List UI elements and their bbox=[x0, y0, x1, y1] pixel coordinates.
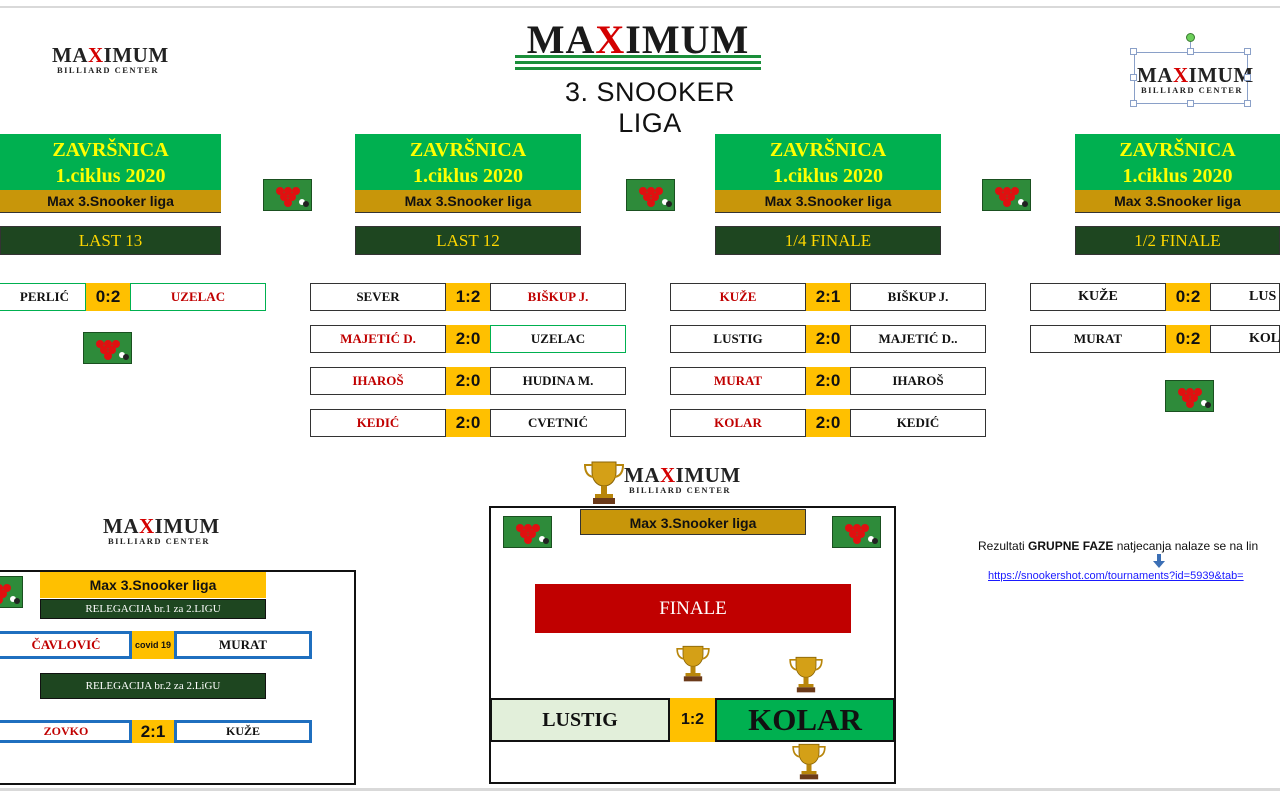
stage-last12: LAST 12 bbox=[355, 226, 581, 255]
snooker-balls-icon bbox=[503, 516, 552, 548]
match-player-2: MURAT bbox=[174, 631, 312, 659]
match-player-2: UZELAC bbox=[490, 325, 626, 353]
match-player-1: IHAROŠ bbox=[310, 367, 446, 395]
logo-top-left: MAXIMUM BILLIARD CENTER bbox=[52, 43, 169, 76]
resize-handle[interactable] bbox=[1130, 48, 1137, 55]
match-score: 2:1 bbox=[132, 720, 174, 743]
match-score: 2:0 bbox=[446, 409, 490, 437]
match-score: 0:2 bbox=[1166, 325, 1210, 353]
logo-relegation: MAXIMUM BILLIARD CENTER bbox=[103, 514, 220, 547]
trophy-icon bbox=[789, 741, 829, 781]
match-player-1: KUŽE bbox=[1030, 283, 1166, 311]
match-player-1: MAJETIĆ D. bbox=[310, 325, 446, 353]
final-player-1: LUSTIG bbox=[490, 698, 670, 742]
resize-handle[interactable] bbox=[1244, 100, 1251, 107]
logo-top-right: MAXIMUM BILLIARD CENTER bbox=[1137, 63, 1254, 96]
resize-handle[interactable] bbox=[1130, 100, 1137, 107]
match-score: 2:1 bbox=[806, 283, 850, 311]
bottom-border bbox=[0, 788, 1280, 791]
match-player-2: UZELAC bbox=[130, 283, 266, 311]
relegation-2-label: RELEGACIJA br.2 za 2.LiGU bbox=[40, 673, 266, 699]
logo-top-right-selection[interactable]: MAXIMUM BILLIARD CENTER bbox=[1134, 52, 1254, 104]
snooker-balls-icon bbox=[1165, 380, 1214, 412]
logo-stripes bbox=[515, 55, 761, 77]
header-league: Max 3.Snooker liga bbox=[715, 190, 941, 213]
header-league: Max 3.Snooker liga bbox=[355, 190, 581, 213]
stage-semi-final: 1/2 FINALE bbox=[1075, 226, 1280, 255]
snooker-balls-icon bbox=[263, 179, 312, 211]
match-score: 2:0 bbox=[446, 325, 490, 353]
arrow-down-icon bbox=[1153, 554, 1165, 568]
match-score: 2:0 bbox=[806, 367, 850, 395]
logo-center: MAXIMUM BILLIARD CENTER bbox=[624, 463, 741, 496]
match-score: 2:0 bbox=[806, 325, 850, 353]
rotate-handle-line bbox=[1190, 42, 1191, 52]
relegation-league: Max 3.Snooker liga bbox=[40, 572, 266, 598]
snooker-balls-icon bbox=[83, 332, 132, 364]
match-player-1: PERLIĆ bbox=[0, 283, 86, 311]
match-player-2: IHAROŠ bbox=[850, 367, 986, 395]
match-player-1: MURAT bbox=[670, 367, 806, 395]
group-stage-note: Rezultati GRUPNE FAZE natjecanja nalaze … bbox=[978, 539, 1259, 553]
match-player-2: MAJETIĆ D.. bbox=[850, 325, 986, 353]
match-player-1: ČAVLOVIĆ bbox=[0, 631, 132, 659]
match-player-2: KUŽE bbox=[174, 720, 312, 743]
snooker-balls-icon bbox=[0, 576, 23, 608]
relegation-1-label: RELEGACIJA br.1 za 2.LIGU bbox=[40, 599, 266, 619]
match-score: 2:0 bbox=[446, 367, 490, 395]
trophy-icon bbox=[673, 643, 713, 683]
rotate-handle[interactable] bbox=[1186, 33, 1195, 42]
final-score: 1:2 bbox=[670, 698, 715, 742]
logo-main: MAXIMUM bbox=[526, 17, 750, 62]
trophy-icon bbox=[786, 654, 826, 694]
stage-final: FINALE bbox=[535, 584, 851, 633]
group-stage-link[interactable]: https://snookershot.com/tournaments?id=5… bbox=[988, 570, 1244, 582]
snooker-balls-icon bbox=[832, 516, 881, 548]
match-player-1: LUSTIG bbox=[670, 325, 806, 353]
match-player-2: KOL bbox=[1210, 325, 1280, 353]
match-score: 1:2 bbox=[446, 283, 490, 311]
match-player-2: CVETNIĆ bbox=[490, 409, 626, 437]
resize-handle[interactable] bbox=[1187, 100, 1194, 107]
resize-handle[interactable] bbox=[1244, 74, 1251, 81]
match-score: 2:0 bbox=[806, 409, 850, 437]
match-player-2: BIŠKUP J. bbox=[850, 283, 986, 311]
match-score: 0:2 bbox=[1166, 283, 1210, 311]
snooker-balls-icon bbox=[626, 179, 675, 211]
final-box bbox=[489, 506, 896, 784]
header-league: Max 3.Snooker liga bbox=[1075, 190, 1280, 213]
snooker-balls-icon bbox=[982, 179, 1031, 211]
match-player-1: KUŽE bbox=[670, 283, 806, 311]
resize-handle[interactable] bbox=[1130, 74, 1137, 81]
match-player-2: HUDINA M. bbox=[490, 367, 626, 395]
match-player-1: KEDIĆ bbox=[310, 409, 446, 437]
match-player-1: MURAT bbox=[1030, 325, 1166, 353]
header-league: Max 3.Snooker liga bbox=[0, 190, 221, 213]
league-title: 3. SNOOKER LIGA bbox=[564, 77, 736, 138]
resize-handle[interactable] bbox=[1187, 48, 1194, 55]
match-score: covid 19 bbox=[132, 631, 174, 659]
relegation-box bbox=[0, 570, 356, 785]
match-score: 0:2 bbox=[86, 283, 130, 311]
match-player-2: LUS bbox=[1210, 283, 1280, 311]
final-player-2: KOLAR bbox=[715, 698, 895, 742]
match-player-1: SEVER bbox=[310, 283, 446, 311]
match-player-2: KEDIĆ bbox=[850, 409, 986, 437]
stage-quarter-final: 1/4 FINALE bbox=[715, 226, 941, 255]
match-player-1: ZOVKO bbox=[0, 720, 132, 743]
trophy-icon bbox=[580, 458, 628, 506]
stage-last13: LAST 13 bbox=[0, 226, 221, 255]
match-player-1: KOLAR bbox=[670, 409, 806, 437]
final-league: Max 3.Snooker liga bbox=[580, 509, 806, 535]
resize-handle[interactable] bbox=[1244, 48, 1251, 55]
top-border bbox=[0, 6, 1280, 8]
match-player-2: BIŠKUP J. bbox=[490, 283, 626, 311]
